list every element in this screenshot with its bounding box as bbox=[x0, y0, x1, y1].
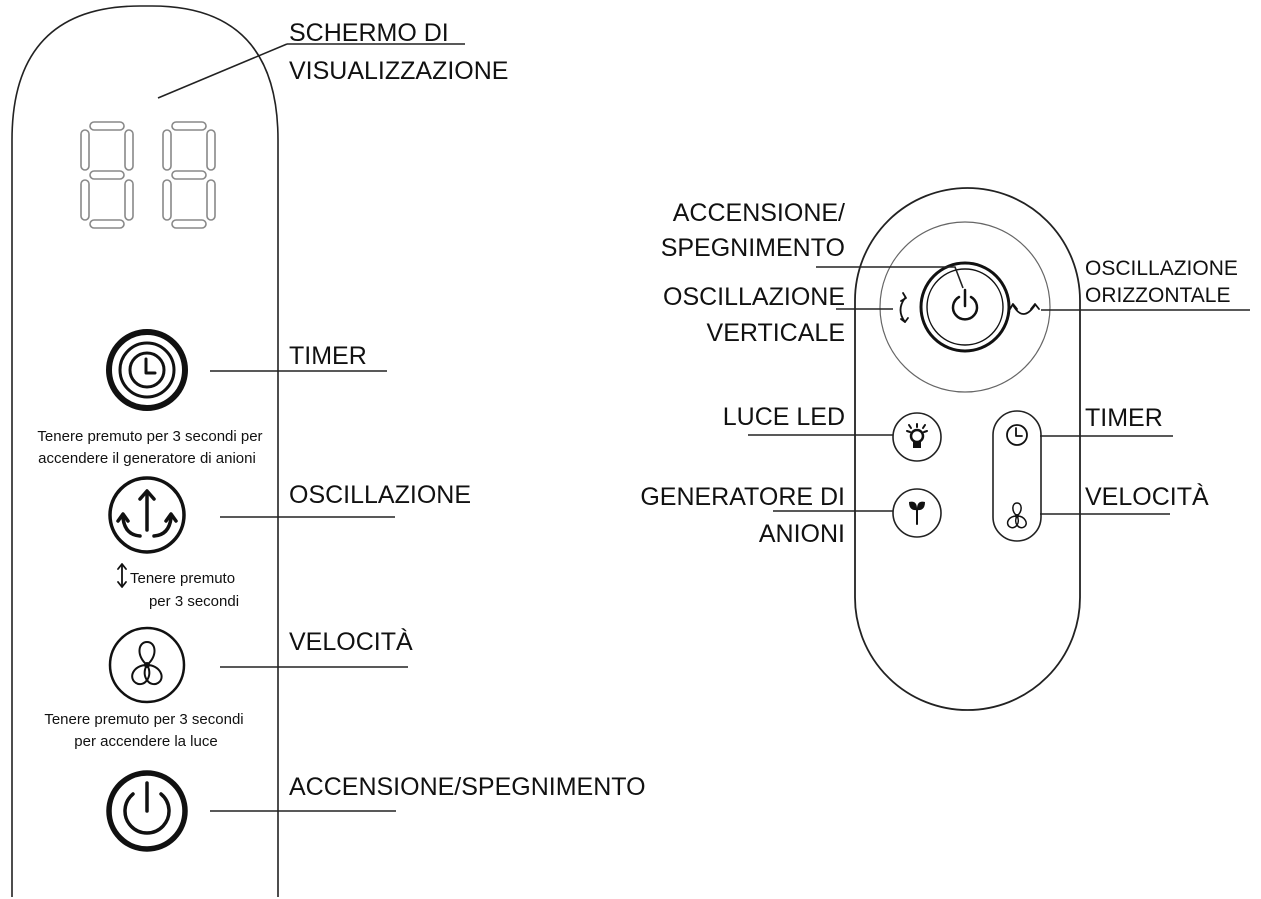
oscillation-label: OSCILLAZIONE bbox=[289, 481, 471, 509]
light-bulb-icon bbox=[906, 423, 928, 448]
remote-horizontal-label-line2: ORIZZONTALE bbox=[1085, 284, 1230, 307]
remote-timer-button[interactable] bbox=[1006, 424, 1028, 446]
fan-icon bbox=[131, 641, 163, 686]
remote-clock-icon bbox=[1006, 424, 1028, 446]
remote-speed-label: VELOCITÀ bbox=[1085, 482, 1209, 511]
remote-anion-label-line2: ANIONI bbox=[759, 520, 845, 548]
direction-ring bbox=[879, 221, 1051, 393]
anion-icon bbox=[909, 501, 925, 525]
power-label: ACCENSIONE/SPEGNIMENTO bbox=[289, 773, 646, 801]
digit-right bbox=[162, 121, 216, 229]
light-note-line1: Tenere premuto per 3 secondi bbox=[44, 711, 243, 728]
remote-horizontal-label-line1: OSCILLAZIONE bbox=[1085, 257, 1238, 280]
remote-power-button[interactable] bbox=[919, 261, 1011, 353]
remote-speed-button[interactable] bbox=[1006, 502, 1027, 529]
light-note-line2: per accendere la luce bbox=[74, 733, 217, 750]
timer-button[interactable] bbox=[106, 329, 188, 411]
remote-outline bbox=[854, 187, 1081, 711]
remote-vertical-swing-button[interactable] bbox=[899, 292, 909, 323]
display-screen bbox=[80, 121, 216, 229]
anion-note-line2: accendere il generatore di anioni bbox=[38, 450, 256, 467]
remote-anion-label-line1: GENERATORE DI bbox=[640, 483, 845, 511]
oscillation-icon bbox=[116, 489, 178, 538]
remote-anion-button[interactable] bbox=[892, 488, 942, 538]
remote-horizontal-swing-button[interactable] bbox=[1009, 303, 1040, 315]
power-icon bbox=[123, 781, 171, 835]
vertical-note-line1: Tenere premuto bbox=[130, 570, 235, 587]
remote-power-icon bbox=[951, 288, 979, 321]
remote-fan-icon bbox=[1006, 502, 1027, 529]
anion-note-line1: Tenere premuto per 3 secondi per bbox=[37, 428, 262, 445]
remote-power-label-line1: ACCENSIONE/ bbox=[673, 199, 845, 227]
up-down-arrow-icon bbox=[117, 563, 127, 588]
remote-vertical-label-line1: OSCILLAZIONE bbox=[663, 283, 845, 311]
control-panel-outline bbox=[11, 5, 279, 897]
remote-timer-speed-capsule bbox=[992, 410, 1042, 542]
display-label-line2: VISUALIZZAZIONE bbox=[289, 57, 508, 85]
speed-label: VELOCITÀ bbox=[289, 627, 413, 656]
remote-vertical-label-line2: VERTICALE bbox=[707, 319, 845, 347]
vertical-swing-icon bbox=[899, 292, 909, 323]
remote-timer-label: TIMER bbox=[1085, 404, 1163, 432]
vertical-note-line2: per 3 secondi bbox=[149, 593, 239, 610]
power-button[interactable] bbox=[106, 770, 188, 852]
control-panel: SCHERMO DI VISUALIZZAZIONE TIMER Tenere … bbox=[11, 5, 646, 897]
clock-icon bbox=[128, 351, 166, 389]
horizontal-swing-icon bbox=[1009, 303, 1040, 315]
display-leader-line bbox=[157, 43, 288, 99]
timer-label: TIMER bbox=[289, 342, 367, 370]
digit-left bbox=[80, 121, 134, 229]
remote-led-label: LUCE LED bbox=[723, 403, 845, 431]
oscillation-button[interactable] bbox=[108, 476, 186, 554]
speed-button[interactable] bbox=[108, 626, 186, 704]
remote-control: ACCENSIONE/ SPEGNIMENTO OSCILLAZIONE VER… bbox=[640, 187, 1250, 711]
remote-power-leader-line bbox=[816, 266, 964, 289]
display-label-line1: SCHERMO DI bbox=[289, 19, 449, 47]
remote-power-label-line2: SPEGNIMENTO bbox=[661, 234, 845, 262]
remote-led-button[interactable] bbox=[892, 412, 942, 462]
